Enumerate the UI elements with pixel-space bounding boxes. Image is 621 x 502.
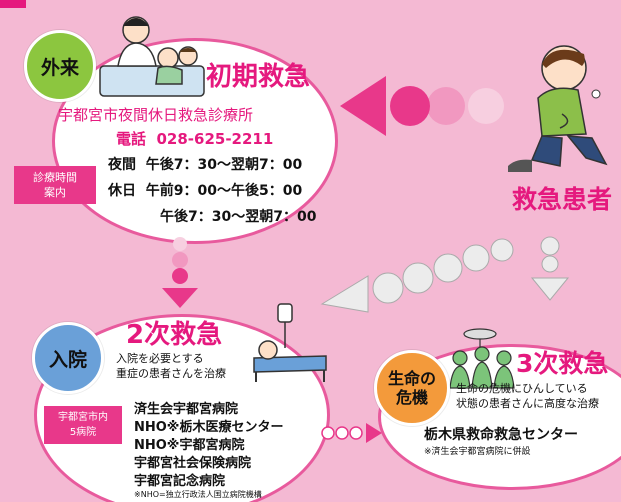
doctor-examining-child-illustration (99, 16, 205, 97)
inpatient-desc-line2: 重症の患者さんを治療 (116, 367, 226, 380)
arrow-inpatient-to-critical (321, 423, 382, 443)
hospital-name: NHO※栃木医療センター (134, 420, 284, 435)
hours-time: 午後7：30〜翌朝7：00 (145, 157, 303, 173)
critical-level-title: 3次救急 (516, 349, 609, 378)
hours-row: 休日 午前9：00〜午後5：00 (108, 180, 302, 200)
city-hospitals-tag: 宇都宮市内 5病院 (44, 406, 122, 444)
arrow-patient-to-outpatient (340, 76, 504, 136)
arrow-patient-to-inpatient (320, 238, 514, 313)
hours-time: 午後7：30〜翌朝7：00 (160, 209, 317, 225)
inpatient-badge: 入院 (32, 322, 104, 394)
hours-row: 午後7：30〜翌朝7：00 (160, 206, 316, 226)
critical-center-name: 栃木県救命救急センター (424, 427, 578, 443)
hospital-name: 宇都宮社会保険病院 (134, 456, 252, 471)
hours-tag-line1: 診療時間 (33, 171, 77, 184)
outpatient-level-title: 初期救急 (206, 62, 311, 92)
hours-info-tag: 診療時間 案内 (14, 166, 96, 204)
critical-badge-line1: 生命の (387, 369, 436, 388)
arrow-patient-to-critical (530, 236, 570, 301)
critical-desc-line1: 生命の危機にひんしている (456, 382, 588, 395)
hospital-name: NHO※宇都宮病院 (134, 438, 245, 453)
outpatient-badge: 外来 (24, 30, 96, 102)
critical-center-note: ※済生会宇都宮病院に併設 (424, 447, 531, 457)
arrow-outpatient-to-inpatient (162, 237, 198, 308)
hours-time: 午前9：00〜午後5：00 (145, 183, 303, 199)
phone-label: 電話 (116, 130, 147, 148)
city-hospitals-tag-line1: 宇都宮市内 (58, 412, 108, 423)
city-hospitals-tag-line2: 5病院 (69, 427, 97, 438)
inpatient-level-title: 2次救急 (126, 320, 223, 350)
outpatient-facility-name: 宇都宮市夜間休日救急診療所 (58, 106, 254, 124)
corner-strip (0, 0, 26, 8)
hours-row: 夜間 午後7：30〜翌朝7：00 (108, 154, 302, 174)
sick-patient-illustration (508, 45, 608, 172)
nho-footnote: ※NHO=独立行政法人国立病院機構 (134, 490, 262, 499)
hospital-bed-patient-illustration (253, 303, 327, 382)
phone-number[interactable]: 028-625-2211 (156, 130, 274, 148)
hours-day: 休日 (108, 183, 136, 199)
inpatient-desc-line1: 入院を必要とする (116, 352, 204, 365)
outpatient-badge-label: 外来 (40, 56, 79, 79)
patient-label: 救急患者 (512, 185, 613, 214)
hours-tag-line2: 案内 (44, 186, 66, 199)
hospital-name: 済生会宇都宮病院 (134, 402, 239, 417)
surgery-team-illustration (449, 328, 515, 389)
hospital-name: 宇都宮記念病院 (134, 474, 226, 489)
outpatient-phone: 電話 028-625-2211 (116, 128, 273, 149)
inpatient-badge-label: 入院 (48, 348, 87, 371)
hours-day: 夜間 (108, 157, 136, 173)
critical-badge-line2: 危機 (395, 388, 428, 407)
critical-badge: 生命の 危機 (374, 350, 450, 426)
critical-desc-line2: 状態の患者さんに高度な治療 (456, 397, 599, 410)
